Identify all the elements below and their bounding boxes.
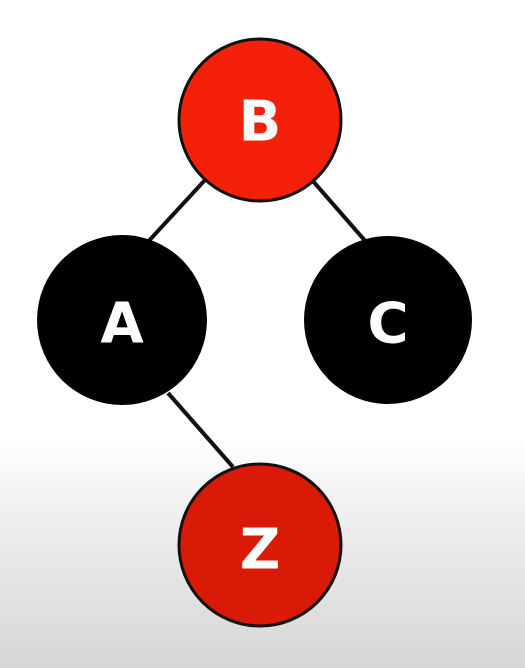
- edge-b-a: [143, 178, 207, 247]
- node-a-circle: [37, 235, 207, 405]
- node-z-circle: [177, 462, 343, 628]
- node-b-circle: [177, 37, 343, 203]
- node-z-label: Z: [240, 518, 281, 583]
- node-c-label: C: [367, 292, 408, 357]
- node-c-circle: [304, 236, 472, 404]
- node-c: C: [304, 236, 472, 404]
- node-z: Z: [177, 462, 343, 628]
- node-a-label: A: [100, 292, 144, 357]
- edge-a-z: [166, 391, 235, 469]
- node-b: B: [177, 37, 343, 203]
- node-a: A: [37, 235, 207, 405]
- node-b-label: B: [239, 90, 282, 155]
- edge-b-c: [310, 178, 369, 245]
